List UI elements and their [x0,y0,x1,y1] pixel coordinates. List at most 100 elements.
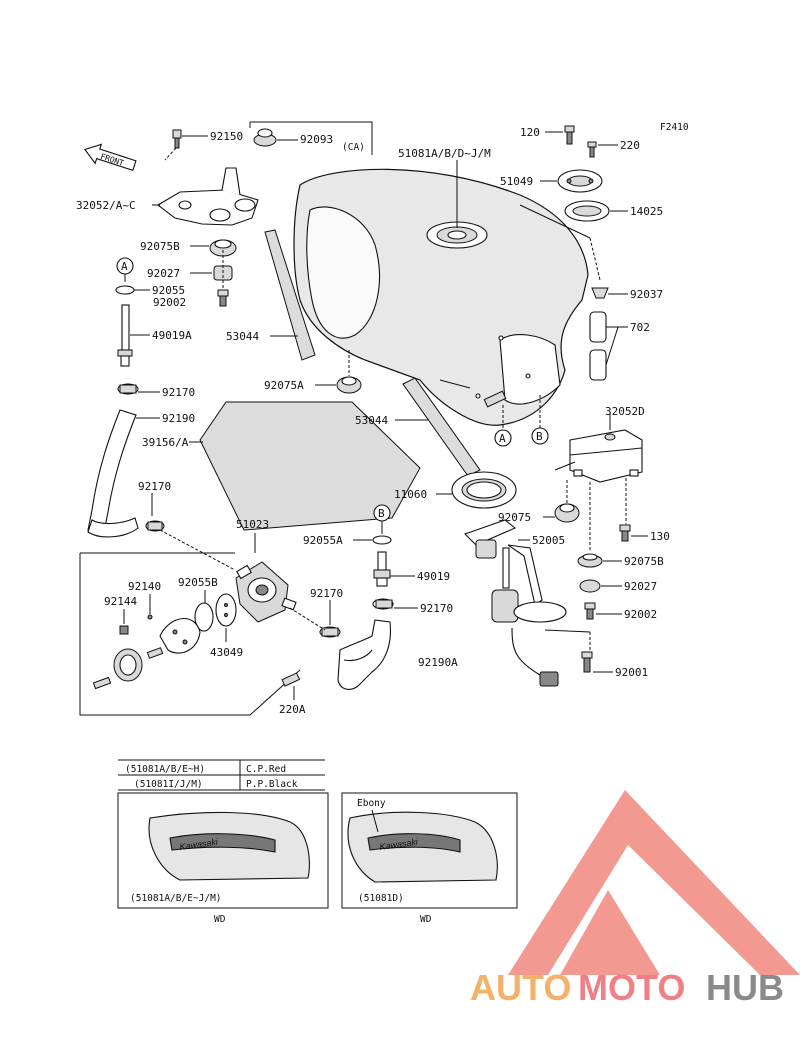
screw-knob-2 [92,676,112,690]
callout-B1: B [536,430,543,443]
watermark-triangle [508,790,800,975]
bolt-92150 [172,129,182,149]
callout-A2: A [499,432,506,445]
decal-right-caption: (51081D) [358,893,404,904]
grommet-92075B-top [209,239,237,257]
decal-left-sub: WD [214,914,226,925]
decal-panel-left: Kawasaki (51081A/B/E~J/M) [117,792,329,909]
label-92150: 92150 [210,130,243,143]
label-92075B-top: 92075B [140,240,180,253]
label-92001: 92001 [615,666,648,679]
clamp-92170-d [372,598,394,610]
label-39156: 39156/A [142,436,189,449]
label-92075B-bottom: 92075B [624,555,664,568]
foam-53044-left [264,229,316,361]
label-14025: 14025 [630,205,663,218]
lever-plate [159,617,201,654]
clamp-92170-b [145,520,165,532]
screw-220 [587,141,597,158]
color-table: (51081A/B/E~H) C.P.Red (51081I/J/M) P.P.… [118,759,325,791]
label-220: 220 [620,139,640,152]
hose-92190 [87,409,137,533]
pipe-49019 [373,551,391,587]
label-92190: 92190 [162,412,195,425]
callout-B2: B [378,507,385,520]
label-11060: 11060 [394,488,427,501]
screw-92144 [119,625,129,635]
fitting-92037 [591,287,609,299]
label-53044-mid: 53044 [355,414,388,427]
label-49019: 49019 [417,570,450,583]
clamp-92170-c [319,626,341,638]
label-92170-b: 92170 [138,480,171,493]
diaphragm-43049 [215,593,237,627]
label-92002-bottom: 92002 [624,608,657,621]
grommet-92075 [554,503,580,523]
label-51049: 51049 [500,175,533,188]
color-row-2-color: P.P.Black [246,779,298,790]
o-ring-92055B [194,602,214,632]
label-32052D: 32052D [605,405,645,418]
label-92093: 92093 [300,133,333,146]
decal-right-sub: WD [420,914,432,925]
label-92170-a: 92170 [162,386,195,399]
pipe-49019A [117,304,133,367]
label-92027-top: 92027 [147,267,180,280]
decal-panel-right: Kawasaki Ebony (51081D) [341,792,518,909]
decal-right-label: Ebony [357,798,386,809]
knob [113,648,143,682]
label-92055: 92055 [152,284,185,297]
label-92140: 92140 [128,580,161,593]
color-row-1-color: C.P.Red [246,764,286,775]
foam-53044-mid [402,377,481,477]
label-32052: 32052/A~C [76,199,136,212]
watermark-triangle-inner [560,890,660,975]
fuel-tank-51081 [293,168,589,426]
o-ring-92055 [115,285,135,295]
watermark-hub: HUB [706,967,784,1008]
label-92037: 92037 [630,288,663,301]
o-ring-92055A [372,535,392,545]
bolt-92001 [581,651,593,673]
pad-39156 [199,401,421,531]
label-92027-bottom: 92027 [624,580,657,593]
color-row-1-code: (51081A/B/E~H) [125,764,205,775]
hose-702 [589,311,607,381]
label-92055B: 92055B [178,576,218,589]
label-92002-top: 92002 [153,296,186,309]
label-92055A: 92055A [303,534,343,547]
grommet-92075A [336,376,362,394]
screw-knob-1 [146,647,164,659]
label-120: 120 [520,126,540,139]
front-arrow-label: FRONT [99,152,125,168]
pump-52005 [463,519,567,687]
decal-left-caption: (51081A/B/E~J/M) [130,893,222,904]
grommet-92093 [253,128,277,147]
bolt-92002-top [217,289,229,307]
label-51023: 51023 [236,518,269,531]
front-arrow-icon: FRONT [84,143,137,172]
figure-code: F2410 [660,122,689,133]
cap-51049 [557,169,603,193]
collar-92027-bottom [579,579,601,593]
label-92170-d: 92170 [420,602,453,615]
label-220A: 220A [279,703,306,716]
label-53044-left: 53044 [226,330,259,343]
clamp-92170-a [117,383,139,395]
label-702: 702 [630,321,650,334]
screw-220A [281,672,301,687]
watermark-moto: MOTO [578,967,685,1008]
label-49019A: 49019A [152,329,192,342]
label-92190A: 92190A [418,656,458,669]
bracket-32052 [157,167,259,226]
label-92093-note: (CA) [342,142,365,153]
label-92075A: 92075A [264,379,304,392]
bolt-130 [619,524,631,542]
bracket-32052D [569,429,643,483]
watermark-auto: AUTO [470,967,571,1008]
color-row-2-code: (51081I/J/M) [134,779,203,790]
label-43049: 43049 [210,646,243,659]
watermark-logo: AUTO MOTO HUB [470,790,800,1008]
